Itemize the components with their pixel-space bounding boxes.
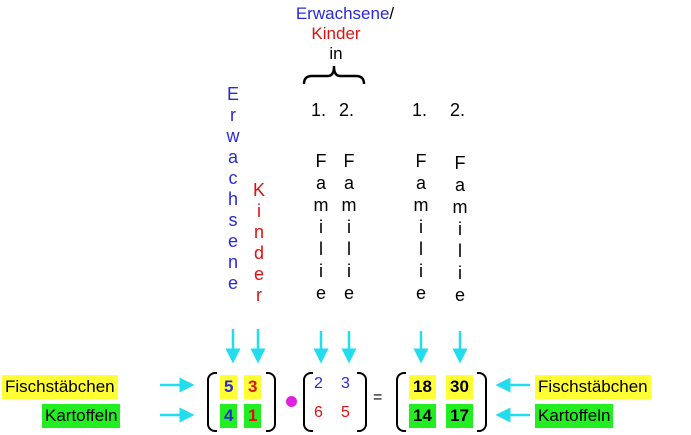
header-in: in [329,44,343,63]
multiply-dot [286,396,297,407]
matrix-a-right-bracket [266,372,276,432]
matrix-b-r2c2: 5 [341,404,350,421]
matrix-a-r2c2: 1 [244,404,262,428]
header-kinder: Kinder [311,24,361,43]
matrix-c-right-bracket [477,372,487,432]
matrix-b-right-bracket [357,372,367,432]
matrix-c-r2c2: 17 [446,404,473,428]
header-erwachsene: Erwachsene [295,4,390,23]
erwachsene-vertical: E r w a c h s e n e [226,84,240,293]
matrix-b-r1c2: 3 [341,375,350,392]
top-header: Erwachsene/ Kinder in [272,4,418,64]
row-label-potatoes-right: Kartoffeln [535,404,614,428]
curly-brace [302,65,366,85]
matrix-b-r1c1: 2 [314,375,323,392]
matrix-a-r1c1: 5 [220,375,238,399]
family-number-1-left: 1. [311,100,327,120]
row-label-potatoes-left: Kartoffeln [42,404,121,428]
matrix-c-left-bracket [396,372,406,432]
kinder-vertical: K i n d e r [252,180,265,305]
matrix-c-r1c2: 30 [446,375,473,399]
family-number-1-right: 1. [412,100,428,120]
matrix-a-r1c2: 3 [244,375,262,399]
matrix-a-left-bracket [207,372,217,432]
matrix-b-r2c1: 6 [314,404,323,421]
matrix-b-left-bracket [303,372,313,432]
matrix-c-r2c1: 14 [409,404,436,428]
header-slash: / [389,4,395,23]
row-label-fish-right: Fischstäbchen [535,375,651,399]
matrix-a-r2c1: 4 [220,404,238,428]
matrix-c-r1c1: 18 [409,375,436,399]
family-number-2-right: 2. [450,100,466,120]
row-label-fish-left: Fischstäbchen [2,375,118,399]
family-number-2-left: 2. [339,100,355,120]
equals-sign: = [373,389,383,406]
